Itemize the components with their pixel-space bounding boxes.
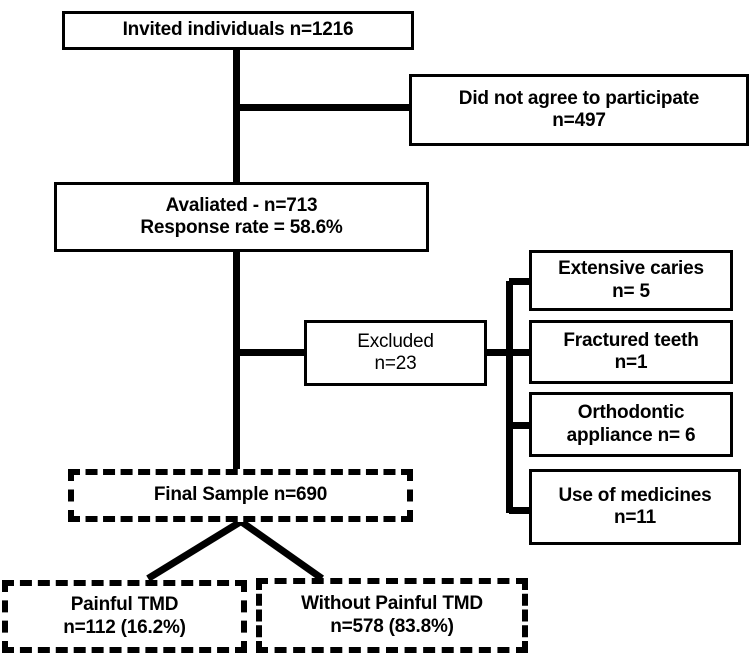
extensive-caries-box: Extensive caries n= 5 <box>529 250 733 311</box>
excluded-box: Excluded n=23 <box>304 320 487 386</box>
avaliated-box-label: Avaliated - n=713 Response rate = 58.6% <box>140 194 343 238</box>
use-of-medicines-box-label: Use of medicines n=11 <box>558 484 712 528</box>
did-not-agree-box: Did not agree to participate n=497 <box>409 74 749 146</box>
fractured-teeth-box-label: Fractured teeth n=1 <box>563 329 699 373</box>
without-painful-tmd-box-label: Without Painful TMD n=578 (83.8%) <box>301 593 483 637</box>
final-sample-box-label: Final Sample n=690 <box>153 484 328 506</box>
final-sample-box: Final Sample n=690 <box>68 469 413 522</box>
avaliated-box: Avaliated - n=713 Response rate = 58.6% <box>54 182 429 252</box>
invited-individuals-box-label: Invited individuals n=1216 <box>122 19 354 41</box>
trunk-avaliated-to-final <box>232 250 240 475</box>
trunk-invited-to-avaliated <box>232 48 240 184</box>
stub-to-fractured-teeth <box>509 348 533 356</box>
did-not-agree-box-label: Did not agree to participate n=497 <box>458 87 700 131</box>
fractured-teeth-box: Fractured teeth n=1 <box>529 320 733 384</box>
split-to-painful-tmd <box>146 518 243 581</box>
use-of-medicines-box: Use of medicines n=11 <box>529 469 741 545</box>
without-painful-tmd-box: Without Painful TMD n=578 (83.8%) <box>256 578 528 653</box>
stub-to-extensive-caries <box>509 277 533 285</box>
orthodontic-appliance-box-label: Orthodontic appliance n= 6 <box>566 402 696 446</box>
branch-to-did-not-agree <box>236 103 412 111</box>
stub-to-medicines <box>509 506 533 514</box>
extensive-caries-box-label: Extensive caries n= 5 <box>558 258 704 302</box>
painful-tmd-box-label: Painful TMD n=112 (16.2%) <box>63 594 186 638</box>
stub-to-orthodontic <box>509 421 533 429</box>
painful-tmd-box: Painful TMD n=112 (16.2%) <box>2 580 247 653</box>
branch-to-excluded <box>236 348 308 356</box>
invited-individuals-box: Invited individuals n=1216 <box>62 11 414 50</box>
exclusion-bus-vertical <box>505 281 513 513</box>
split-to-without-painful-tmd <box>238 518 325 581</box>
excluded-box-label: Excluded n=23 <box>357 330 434 374</box>
orthodontic-appliance-box: Orthodontic appliance n= 6 <box>529 392 733 457</box>
link-excluded-to-bus <box>484 348 516 356</box>
